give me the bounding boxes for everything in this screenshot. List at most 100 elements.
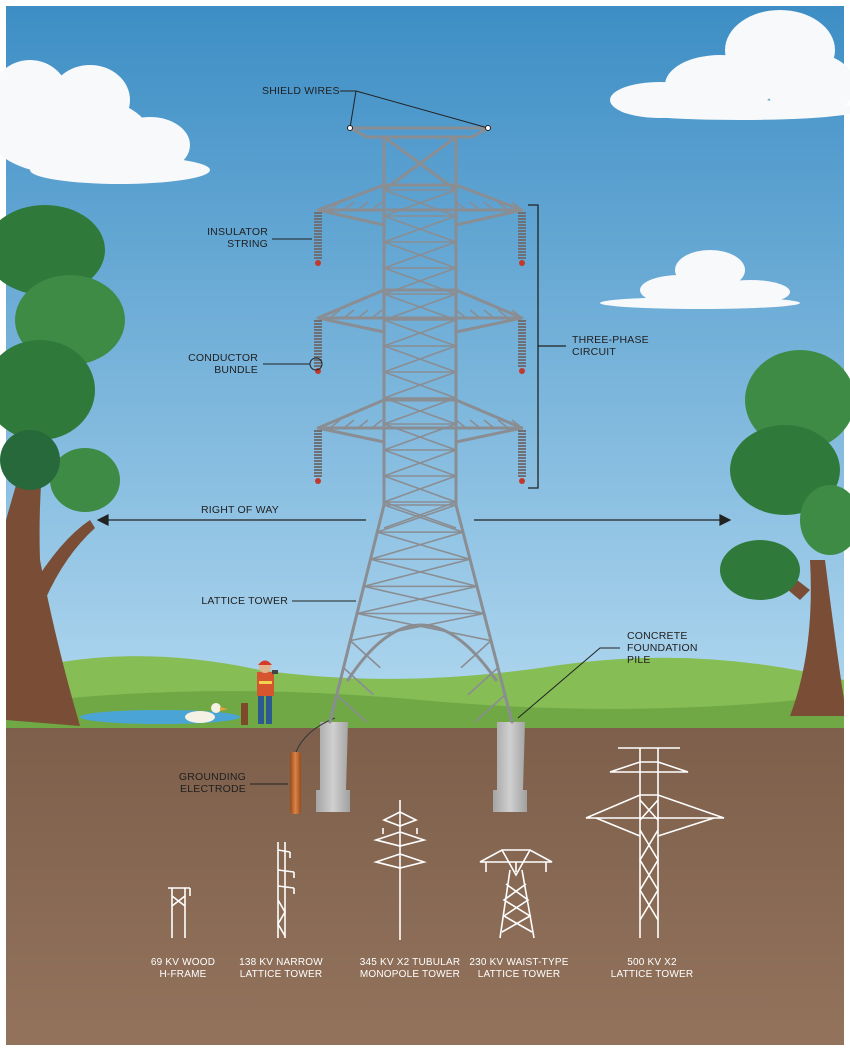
label-three-phase-circuit: THREE-PHASE CIRCUIT <box>572 334 662 358</box>
label-shield-wires: SHIELD WIRES <box>262 85 340 97</box>
arm-brace <box>483 419 495 429</box>
shaft-brace <box>383 189 457 217</box>
caption-line-1: 500 KV X2 <box>627 957 677 968</box>
label-concrete-foundation-pile: CONCRETE FOUNDATION PILE <box>627 630 727 666</box>
label-conductor-bundle: CONDUCTOR BUNDLE <box>176 352 258 376</box>
arm-brace <box>455 309 467 319</box>
tower-icon-345kv-tubular-monopole <box>373 800 427 940</box>
worker <box>257 660 278 724</box>
caption-69kv-wood-h-frame: 69 KV WOOD H-FRAME <box>128 957 238 981</box>
arm-brace <box>329 309 341 319</box>
arm-brace <box>511 419 523 429</box>
caption-138kv-narrow-lattice-tower: 138 KV NARROW LATTICE TOWER <box>226 957 336 981</box>
leg-brace <box>349 640 381 669</box>
label-insulator-string: INSULATOR STRING <box>186 226 268 250</box>
grounding-electrode <box>290 752 301 814</box>
shaft-brace <box>383 319 457 347</box>
leg-brace <box>350 612 485 642</box>
caption-345kv-x2-tubular-monopole-tower: 345 KV X2 TUBULAR MONOPOLE TOWER <box>350 957 470 981</box>
arm-brace <box>343 309 355 319</box>
shaft-brace <box>383 475 457 503</box>
leg-brace <box>377 531 471 561</box>
shield-wires-callout <box>340 90 491 131</box>
arm-brace <box>497 309 509 319</box>
arm-brace <box>357 419 369 429</box>
label-right-of-way: RIGHT OF WAY <box>200 504 280 516</box>
leg-brace <box>370 558 478 588</box>
tower-icon-500kv-lattice <box>585 747 725 938</box>
shaft-brace <box>383 501 457 529</box>
caption-line-2: MONOPOLE TOWER <box>359 969 461 980</box>
insulator-string-4 <box>518 320 526 374</box>
conductor-bundle-leader <box>263 357 323 371</box>
arm-brace <box>343 419 355 429</box>
tower-icon-230kv-waist-type <box>479 849 553 939</box>
foundation-pile-left <box>316 722 350 812</box>
leg-brace <box>376 504 457 533</box>
arm-brace <box>455 419 467 429</box>
shaft-brace <box>383 345 457 373</box>
caption-line-2: LATTICE TOWER <box>477 969 561 980</box>
arm-brace <box>483 309 495 319</box>
caption-230kv-waist-type-lattice-tower: 230 KV WAIST-TYPE LATTICE TOWER <box>459 957 579 981</box>
leg-brace <box>356 612 492 642</box>
three-phase-bracket <box>528 204 566 489</box>
leg-brace <box>336 694 368 723</box>
label-insulator-string-line-1: INSULATOR <box>207 226 268 238</box>
leg-brace <box>363 558 471 588</box>
tree-left <box>0 205 125 726</box>
leg-brace <box>363 585 485 615</box>
leg-brace <box>342 667 375 696</box>
arm-brace <box>343 201 355 211</box>
tree-right <box>720 350 850 716</box>
arm-brace <box>357 309 369 319</box>
leg-brace <box>467 667 499 696</box>
label-three-phase-circuit-line-1: THREE-PHASE <box>572 334 649 346</box>
lattice-tower <box>316 126 524 724</box>
caption-line-1: 138 KV NARROW <box>239 957 323 968</box>
shaft-brace <box>383 423 457 451</box>
right-of-way-arrows <box>96 514 732 526</box>
label-concrete-foundation-pile-line-2: FOUNDATION <box>627 642 698 654</box>
foundation-pile-right <box>493 722 527 812</box>
caption-500kv-x2-lattice-tower: 500 KV X2 LATTICE TOWER <box>597 957 707 981</box>
tower-bracing <box>329 189 523 723</box>
arm-brace <box>371 201 383 211</box>
leg-brace <box>370 531 464 561</box>
label-lattice-tower: LATTICE TOWER <box>201 595 288 607</box>
arm-brace <box>483 201 495 211</box>
shaft-brace <box>383 267 457 295</box>
leg-brace <box>460 640 492 669</box>
insulator-strings <box>314 212 526 484</box>
shaft-brace <box>383 371 457 399</box>
arm-brace <box>497 419 509 429</box>
arm-brace <box>371 309 383 319</box>
shaft-brace <box>383 215 457 243</box>
arm-brace <box>511 201 523 211</box>
insulator-string-2 <box>518 212 526 266</box>
cloud-top-right <box>610 10 850 120</box>
label-concrete-foundation-pile-line-3: PILE <box>627 654 651 666</box>
label-conductor-bundle-line-2: BUNDLE <box>214 364 258 376</box>
tower-icon-69kv-h-frame <box>168 887 191 938</box>
arm-brace <box>455 201 467 211</box>
soil <box>6 728 844 1045</box>
arm-brace <box>357 201 369 211</box>
foundation-leader <box>517 647 620 719</box>
shaft-brace <box>383 449 457 477</box>
shaft-brace <box>383 397 457 425</box>
caption-line-1: 69 KV WOOD <box>150 957 216 968</box>
label-concrete-foundation-pile-line-1: CONCRETE <box>627 630 688 642</box>
label-grounding-electrode: GROUNDING ELECTRODE <box>160 771 246 795</box>
caption-line-2: LATTICE TOWER <box>610 969 694 980</box>
shaft-brace <box>383 293 457 321</box>
shaft-brace <box>383 241 457 269</box>
duck <box>185 703 228 723</box>
arm-brace <box>497 201 509 211</box>
arm-brace <box>329 201 341 211</box>
arm-brace <box>511 309 523 319</box>
arm-brace <box>329 419 341 429</box>
arm-brace <box>371 419 383 429</box>
